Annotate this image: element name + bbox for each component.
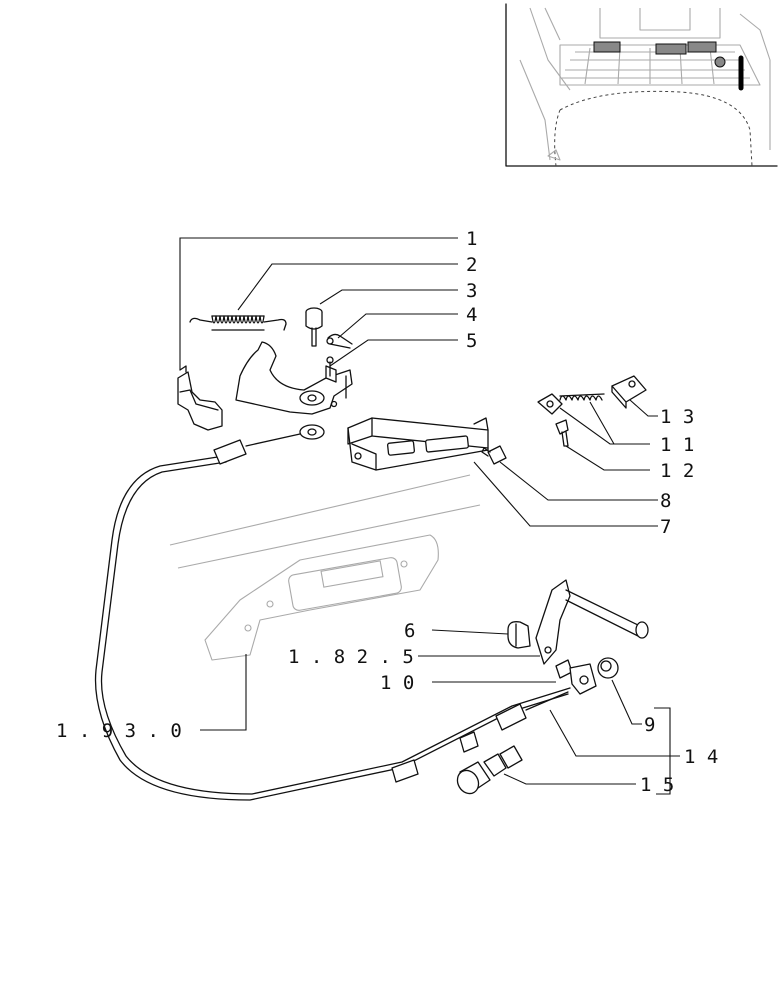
part-10-ball-joint <box>555 659 597 695</box>
callout-1825: 1 . 8 2 . 5 <box>288 646 414 668</box>
part-6-cable-clamp <box>507 621 531 649</box>
part-15-knob-icon <box>456 745 523 795</box>
callout-13: 1 3 <box>660 406 694 428</box>
callout-12: 1 2 <box>660 460 694 482</box>
callout-2: 2 <box>466 254 477 276</box>
callout-4: 4 <box>466 304 477 326</box>
part-7-guide-plate <box>347 417 489 471</box>
part-1-lever-clamp <box>177 365 223 431</box>
locator-inset <box>505 3 778 167</box>
leader-lines <box>179 237 680 795</box>
control-cable <box>94 424 571 801</box>
callout-labels: 1 2 3 4 5 1 3 1 1 1 2 8 7 6 1 . 8 2 . 5 … <box>56 228 718 796</box>
callout-6: 6 <box>404 620 415 642</box>
console-panel-ghost <box>169 474 481 661</box>
knob-icon <box>714 56 726 68</box>
part-12-bolt-icon <box>555 419 569 447</box>
part-3-pin-icon <box>305 307 323 347</box>
callout-5: 5 <box>466 330 477 352</box>
callout-9: 9 <box>644 714 655 736</box>
part-11-spring-icon <box>537 393 605 415</box>
pedal-pad-icon <box>687 41 717 53</box>
callout-7: 7 <box>660 516 671 538</box>
pedal-pad-icon <box>655 43 687 55</box>
callout-1: 1 <box>466 228 477 250</box>
part-9-nut-icon <box>597 657 619 679</box>
callout-8: 8 <box>660 490 671 512</box>
callout-3: 3 <box>466 280 477 302</box>
pedal-pad-icon <box>593 41 621 53</box>
part-13-tab-plate <box>611 375 647 409</box>
part-2-spring-icon <box>189 315 287 331</box>
callout-1930: 1 . 9 3 . 0 <box>56 720 182 742</box>
callout-11: 1 1 <box>660 434 694 456</box>
callout-14: 1 4 <box>684 746 718 768</box>
part-5-bracket-plate <box>235 341 353 415</box>
callout-15: 1 5 <box>640 774 674 796</box>
part-8-screw-icon <box>481 445 507 465</box>
callout-10: 1 0 <box>380 672 414 694</box>
part-1825-throttle-lever <box>535 579 649 665</box>
